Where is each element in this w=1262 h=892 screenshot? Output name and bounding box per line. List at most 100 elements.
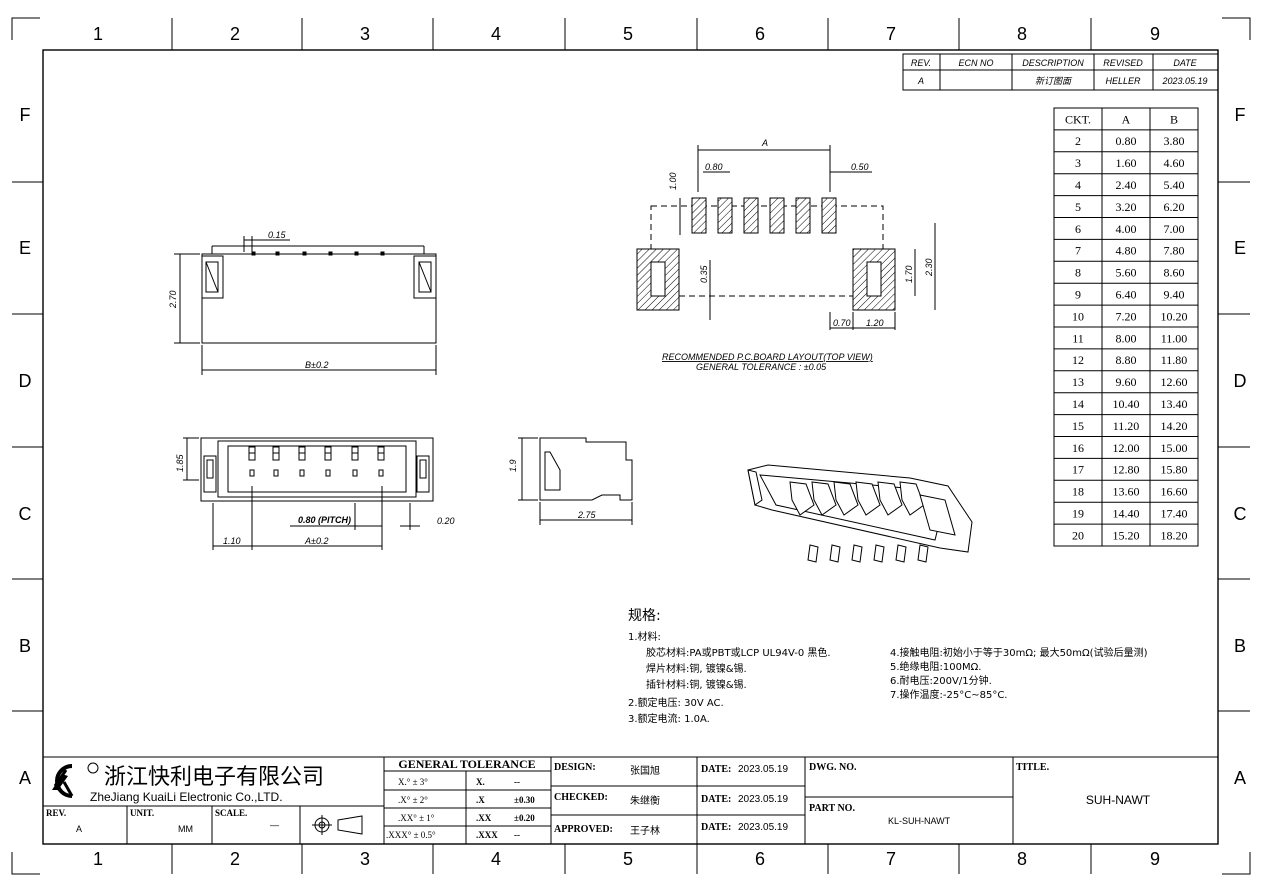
pcb-pad xyxy=(743,197,759,234)
ckt-cell: 8.60 xyxy=(1164,266,1185,280)
iso-pin-tail xyxy=(851,544,863,563)
row-label: E xyxy=(1234,238,1246,258)
iso-pin-tail xyxy=(895,544,907,563)
tol-right: -- xyxy=(514,777,520,787)
col-label: 7 xyxy=(886,24,896,44)
pcb-pad xyxy=(769,197,785,234)
row-label: A xyxy=(1234,768,1246,788)
date-label: DATE: xyxy=(701,822,731,833)
pcb-pad xyxy=(691,197,707,234)
iso-pin-tail xyxy=(829,544,841,563)
rev-value: A xyxy=(917,76,924,86)
top-view xyxy=(183,437,434,550)
dim-275: 2.75 xyxy=(577,510,597,520)
revision-block: REV. ECN NO DESCRIPTION REVISED DATE A 新… xyxy=(902,53,1219,91)
col-label: 5 xyxy=(623,849,633,869)
ckt-cell: 12.80 xyxy=(1113,463,1140,477)
ckt-cell: 10.40 xyxy=(1113,397,1140,411)
date-value: 2023.05.19 xyxy=(1161,76,1207,86)
ckt-cell: 12.00 xyxy=(1113,441,1140,455)
tol-mid: .XXX xyxy=(476,830,498,840)
unit-value: MM xyxy=(178,824,193,834)
col-label: 6 xyxy=(755,24,765,44)
part-no-value: KL-SUH-NAWT xyxy=(888,816,951,826)
ckt-cell: 9.60 xyxy=(1116,375,1137,389)
title-label: TITLE. xyxy=(1016,762,1050,773)
pcb-dim-050: 0.50 xyxy=(851,162,869,172)
ckt-cell: 7.80 xyxy=(1164,244,1185,258)
ckt-cell: 11.20 xyxy=(1113,419,1140,433)
ckt-cell: 4.80 xyxy=(1116,244,1137,258)
tol-right: -- xyxy=(514,830,520,840)
spec-line: 3.额定电流: 1.0A. xyxy=(628,712,710,725)
ckt-cell: 10 xyxy=(1072,309,1084,323)
ckt-cell: 14.40 xyxy=(1113,507,1140,521)
pcb-pad xyxy=(821,197,837,234)
ckt-cell: 11 xyxy=(1072,331,1084,345)
tolerance-title: GENERAL TOLERANCE xyxy=(398,757,535,771)
dim-020: 0.20 xyxy=(437,516,455,526)
pcb-dim-a: A xyxy=(761,138,768,148)
pcb-pad xyxy=(795,197,811,234)
rev-label: REV. xyxy=(46,808,66,818)
iso-contact xyxy=(855,481,881,516)
ckt-cell: 17.40 xyxy=(1161,507,1188,521)
ckt-cell: 5.60 xyxy=(1116,266,1137,280)
ckt-cell: 10.20 xyxy=(1161,309,1188,323)
pcb-dim-035: 0.35 xyxy=(699,264,709,283)
revised-header: REVISED xyxy=(1103,58,1143,68)
pcb-dim-070: 0.70 xyxy=(833,318,851,328)
ckt-cell: 6.20 xyxy=(1164,200,1185,214)
row-label: D xyxy=(1234,371,1247,391)
col-label: 9 xyxy=(1150,849,1160,869)
spec-line: 7.操作温度:-25°C~85°C. xyxy=(890,688,1008,701)
ckt-cell: 13.40 xyxy=(1161,397,1188,411)
ckt-cell: 15.80 xyxy=(1161,463,1188,477)
approved-label: APPROVED: xyxy=(554,824,613,835)
ckt-cell: 5 xyxy=(1075,200,1081,214)
ckt-cell: 7.00 xyxy=(1164,222,1185,236)
col-label: 1 xyxy=(93,24,103,44)
ckt-header-cell: CKT. xyxy=(1065,112,1091,126)
row-label: F xyxy=(1235,105,1246,125)
col-label: 3 xyxy=(360,24,370,44)
ckt-cell: 15.20 xyxy=(1113,528,1140,542)
ckt-cell: 3.20 xyxy=(1116,200,1137,214)
pin-tail xyxy=(378,469,384,477)
iso-contact xyxy=(789,481,815,516)
date-label: DATE: xyxy=(701,794,731,805)
pin-tail xyxy=(325,469,331,477)
ckt-cell: 18.20 xyxy=(1161,528,1188,542)
spec-line: 胶芯材料:PA或PBT或LCP UL94V-0 黑色. xyxy=(646,646,831,659)
col-ticks xyxy=(171,18,1092,874)
row-label: B xyxy=(19,636,31,656)
pcb-caption-tolerance: GENERAL TOLERANCE : ±0.05 xyxy=(696,362,827,372)
col-label: 2 xyxy=(230,24,240,44)
tol-left: .XX° ± 1° xyxy=(398,813,435,823)
dim-015: 0.15 xyxy=(268,230,287,240)
isometric-view xyxy=(747,464,973,563)
ckt-cell: 6 xyxy=(1075,222,1081,236)
ckt-cell: 14 xyxy=(1072,397,1084,411)
row-label: C xyxy=(1234,504,1247,524)
design-label: DESIGN: xyxy=(554,762,596,773)
row-label: A xyxy=(19,768,31,788)
ckt-cell: 16 xyxy=(1072,441,1084,455)
tol-left: .X° ± 2° xyxy=(398,795,428,805)
description-value: 新订图面 xyxy=(1035,76,1073,87)
title-value: SUH-NAWT xyxy=(1086,793,1151,807)
company-logo xyxy=(52,762,99,798)
tol-mid: X. xyxy=(476,777,485,787)
pcb-dim-100: 1.00 xyxy=(668,172,678,190)
tol-right: ±0.20 xyxy=(514,813,535,823)
ckt-cell: 9.40 xyxy=(1164,288,1185,302)
spec-line: 4.接触电阻:初始小于等于30mΩ; 最大50mΩ(试验后量测) xyxy=(890,646,1148,659)
ckt-cell: 14.20 xyxy=(1161,419,1188,433)
dim-b: B±0.2 xyxy=(305,360,328,370)
ckt-cell: 3.80 xyxy=(1164,134,1185,148)
ckt-cell: 4 xyxy=(1075,178,1081,192)
pin-tail xyxy=(273,469,279,477)
ckt-cell: 4.00 xyxy=(1116,222,1137,236)
ckt-header-cell: A xyxy=(1122,112,1131,126)
approved-value: 王子林 xyxy=(630,824,660,837)
